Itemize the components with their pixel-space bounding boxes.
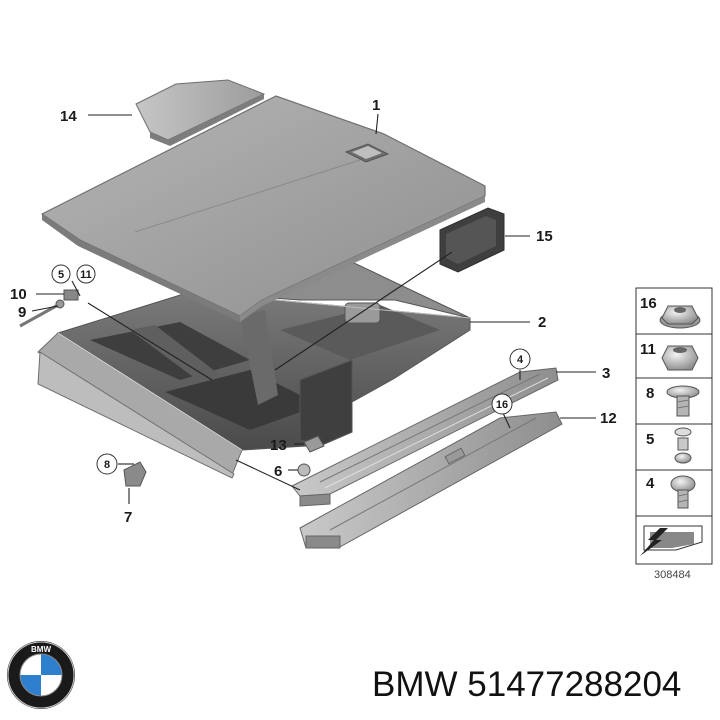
callout-6: 6 bbox=[274, 463, 282, 480]
circled-callout-11: 11 bbox=[76, 264, 96, 284]
svg-text:11: 11 bbox=[640, 341, 656, 358]
clip-13 bbox=[303, 435, 325, 453]
logo-lettering: BMW bbox=[31, 645, 51, 654]
svg-text:5: 5 bbox=[58, 269, 64, 281]
bracket-7 bbox=[123, 461, 147, 487]
callout-9: 9 bbox=[18, 304, 26, 321]
hardware-legend: 16 11 8 5 4 bbox=[635, 287, 713, 581]
circled-callout-8: 8 bbox=[96, 453, 118, 475]
cover-panel-14 bbox=[135, 79, 266, 146]
legend-arrow-icon bbox=[640, 525, 703, 556]
svg-text:16: 16 bbox=[640, 295, 657, 312]
circled-callout-5: 5 bbox=[51, 264, 71, 284]
svg-text:8: 8 bbox=[646, 385, 654, 402]
callout-13: 13 bbox=[270, 437, 287, 454]
circled-callout-16: 16 bbox=[491, 393, 513, 415]
legend-row-8: 8 bbox=[646, 385, 700, 417]
callout-14: 14 bbox=[60, 108, 77, 125]
svg-text:11: 11 bbox=[80, 269, 92, 281]
svg-text:4: 4 bbox=[517, 354, 524, 366]
legend-row-4: 4 bbox=[646, 475, 696, 509]
screw-9 bbox=[19, 299, 65, 328]
callout-7: 7 bbox=[124, 509, 132, 526]
svg-text:5: 5 bbox=[646, 431, 654, 448]
leader-lines bbox=[31, 113, 596, 504]
callout-12: 12 bbox=[600, 410, 617, 427]
diagram-code: 308484 bbox=[654, 569, 691, 581]
floor-trim-tray bbox=[37, 261, 471, 479]
bmw-logo: BMW bbox=[7, 641, 75, 709]
callout-15: 15 bbox=[536, 228, 553, 245]
legend-row-16: 16 bbox=[640, 295, 701, 329]
rail-12 bbox=[299, 411, 563, 549]
svg-text:8: 8 bbox=[104, 459, 110, 471]
callout-2: 2 bbox=[538, 314, 546, 331]
svg-text:4: 4 bbox=[646, 475, 655, 492]
svg-text:16: 16 bbox=[496, 399, 508, 411]
luggage-floor-panel bbox=[40, 95, 486, 322]
legend-row-11: 11 bbox=[640, 341, 699, 371]
side-cover-15 bbox=[439, 207, 505, 273]
clip-10 bbox=[63, 289, 79, 301]
callout-10: 10 bbox=[10, 286, 27, 303]
callout-3: 3 bbox=[602, 365, 610, 382]
clip-6 bbox=[297, 463, 311, 477]
legend-row-5: 5 bbox=[646, 427, 692, 464]
circled-callout-4: 4 bbox=[509, 348, 531, 370]
callout-1: 1 bbox=[372, 97, 380, 114]
part-number-caption: BMW 51477288204 bbox=[372, 665, 682, 704]
